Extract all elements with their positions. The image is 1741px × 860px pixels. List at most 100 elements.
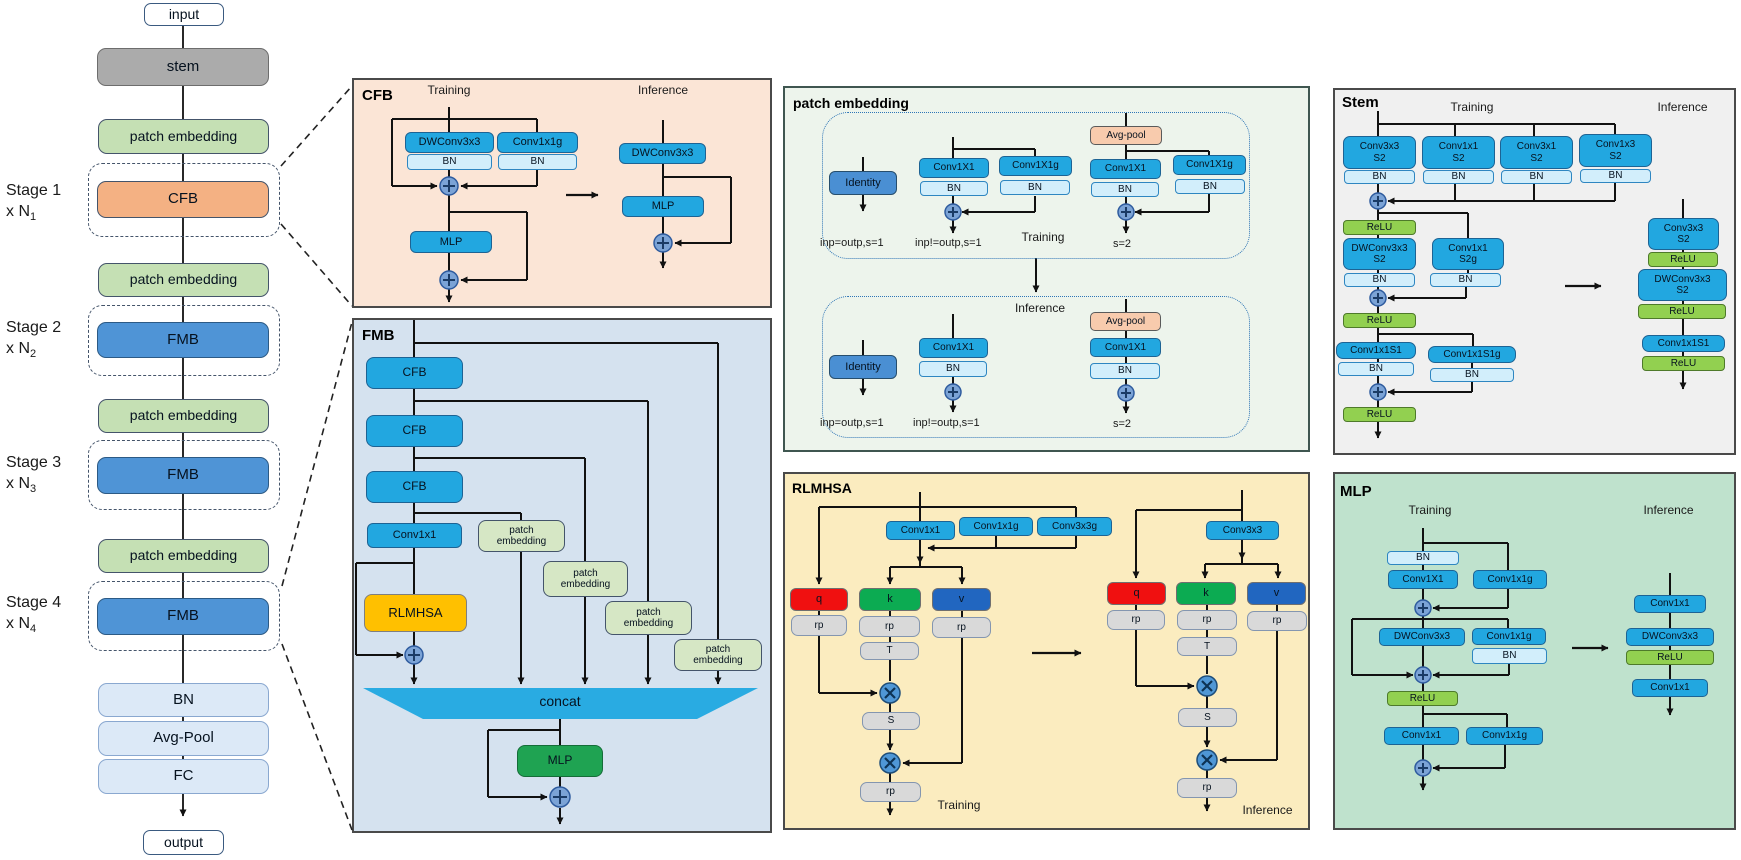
pe-inf-caption-neq: inp!=outp,s=1 (913, 417, 980, 429)
stem-bn-6: BN (1430, 273, 1501, 287)
rlmhsa-train-conv3x3g: Conv3x3g (1037, 517, 1112, 536)
rlmhsa-train-q: q (790, 588, 848, 611)
rlmhsa-inf-softmax: S (1178, 708, 1237, 727)
mlp-inference-label: Inference (1643, 503, 1694, 517)
callout-dashed-lines (280, 85, 353, 831)
stem-relu-2: ReLU (1343, 313, 1416, 328)
stage2-fmb-node: FMB (97, 322, 269, 358)
fmb-rlmhsa: RLMHSA (364, 594, 467, 632)
conv-stride: S2 (1676, 285, 1689, 296)
stage1-label: Stage 1 x N1 (6, 181, 61, 224)
rlmhsa-train-rp-k: rp (859, 616, 920, 637)
mlp-train-conv1x1-2: Conv1x1 (1384, 727, 1459, 745)
rlmhsa-inf-q: q (1107, 582, 1166, 605)
stage4-mult: x N (6, 614, 30, 632)
stem-inf-relu-2: ReLU (1638, 304, 1726, 319)
rlmhsa-inf-transpose: T (1177, 637, 1237, 656)
rlmhsa-train-conv1x1: Conv1x1 (886, 521, 955, 540)
stem-inf-relu-3: ReLU (1642, 356, 1725, 371)
pe-train-caption-neq: inp!=outp,s=1 (915, 237, 982, 249)
rlmhsa-inf-rp-k: rp (1177, 610, 1237, 630)
mlp-panel-title: MLP (1340, 483, 1372, 500)
stage1-sub: 1 (30, 210, 37, 223)
stem-panel-title: Stem (1342, 94, 1379, 111)
pe-train-conv1x1g-b: Conv1X1g (1173, 155, 1246, 175)
rlmhsa-inference-label: Inference (1242, 803, 1293, 817)
stage4-sub: 4 (30, 622, 37, 635)
rlmhsa-train-rp-v: rp (932, 617, 991, 638)
stage1-group (88, 163, 280, 237)
pe-inference-label: Inference (1014, 301, 1066, 315)
stem-inference-label: Inference (1657, 100, 1708, 114)
pe-line2: embedding (693, 655, 743, 666)
cfb-train-bn-right: BN (498, 154, 577, 170)
rlmhsa-train-v: v (932, 588, 991, 611)
rlmhsa-train-rp-q: rp (791, 615, 847, 636)
conv-name: Conv3x3 (1663, 222, 1704, 234)
stage2-mult: x N (6, 339, 30, 357)
stage4-label: Stage 4 x N4 (6, 593, 61, 636)
cfb-inf-mlp: MLP (622, 196, 704, 217)
avg-pool-head-node: Avg-Pool (98, 721, 269, 756)
pe-line1: patch (705, 643, 731, 655)
cfb-train-dwconv3x3: DWConv3x3 (405, 132, 494, 153)
stem-training-label: Training (1450, 100, 1494, 114)
stage3-sub: 3 (30, 482, 37, 495)
stage1-cfb-node: CFB (97, 181, 269, 218)
conv-name: DWConv3x3 (1351, 242, 1408, 254)
stage3-mult: x N (6, 474, 30, 492)
mlp-inf-conv1x1-2: Conv1x1 (1632, 679, 1708, 697)
pe-train-conv1x1-a: Conv1X1 (919, 158, 989, 178)
pe-inference-group (822, 296, 1250, 438)
conv-stride: S2g (1459, 254, 1477, 265)
pe-train-conv1x1-b: Conv1X1 (1090, 159, 1161, 179)
mlp-train-conv1x1g-2: Conv1x1g (1472, 628, 1546, 645)
mlp-train-conv1x1-1: Conv1X1 (1388, 570, 1458, 589)
cfb-training-label: Training (427, 83, 471, 97)
stem-bn-3: BN (1501, 170, 1572, 184)
stage4-name: Stage 4 (6, 594, 62, 611)
rlmhsa-train-rp-out: rp (860, 782, 921, 802)
mlp-inf-conv1x1-1: Conv1x1 (1634, 595, 1706, 613)
pe-train-caption-eq: inp=outp,s=1 (820, 237, 884, 249)
mlp-train-dwconv3x3: DWConv3x3 (1379, 628, 1465, 646)
cfb-train-conv1x1g: Conv1x1g (497, 132, 578, 153)
rlmhsa-train-k: k (859, 588, 921, 611)
bn-head-node: BN (98, 683, 269, 717)
pe-train-caption-s2: s=2 (1113, 238, 1132, 250)
conv-stride: S2 (1530, 152, 1543, 164)
matmul-operator-nodes (879, 675, 1218, 774)
input-node: input (144, 3, 224, 26)
stage2-sub: 2 (30, 347, 37, 360)
stem-bn-4: BN (1580, 169, 1651, 183)
pe-inf-bn-a: BN (919, 361, 987, 377)
mlp-train-bn-1: BN (1387, 551, 1459, 565)
conv-stride: S2 (1609, 150, 1622, 162)
pe-line1: patch (573, 567, 598, 579)
cfb-train-bn-left: BN (407, 154, 492, 170)
fmb-mlp: MLP (517, 745, 603, 777)
fmb-panel-title: FMB (362, 327, 395, 344)
stem-bn-5: BN (1344, 273, 1415, 287)
fc-head-node: FC (98, 759, 269, 794)
stem-wires (1374, 111, 1687, 439)
mlp-inf-relu: ReLU (1626, 650, 1714, 665)
rlmhsa-train-conv1x1g: Conv1x1g (959, 517, 1033, 536)
stage3-fmb-node: FMB (97, 457, 269, 494)
stage3-group (88, 440, 280, 510)
pe-inf-avg-pool: Avg-pool (1090, 312, 1161, 331)
conv-stride: S2 (1452, 152, 1465, 164)
stage2-label: Stage 2 x N2 (6, 318, 61, 361)
stage1-mult: x N (6, 202, 30, 220)
